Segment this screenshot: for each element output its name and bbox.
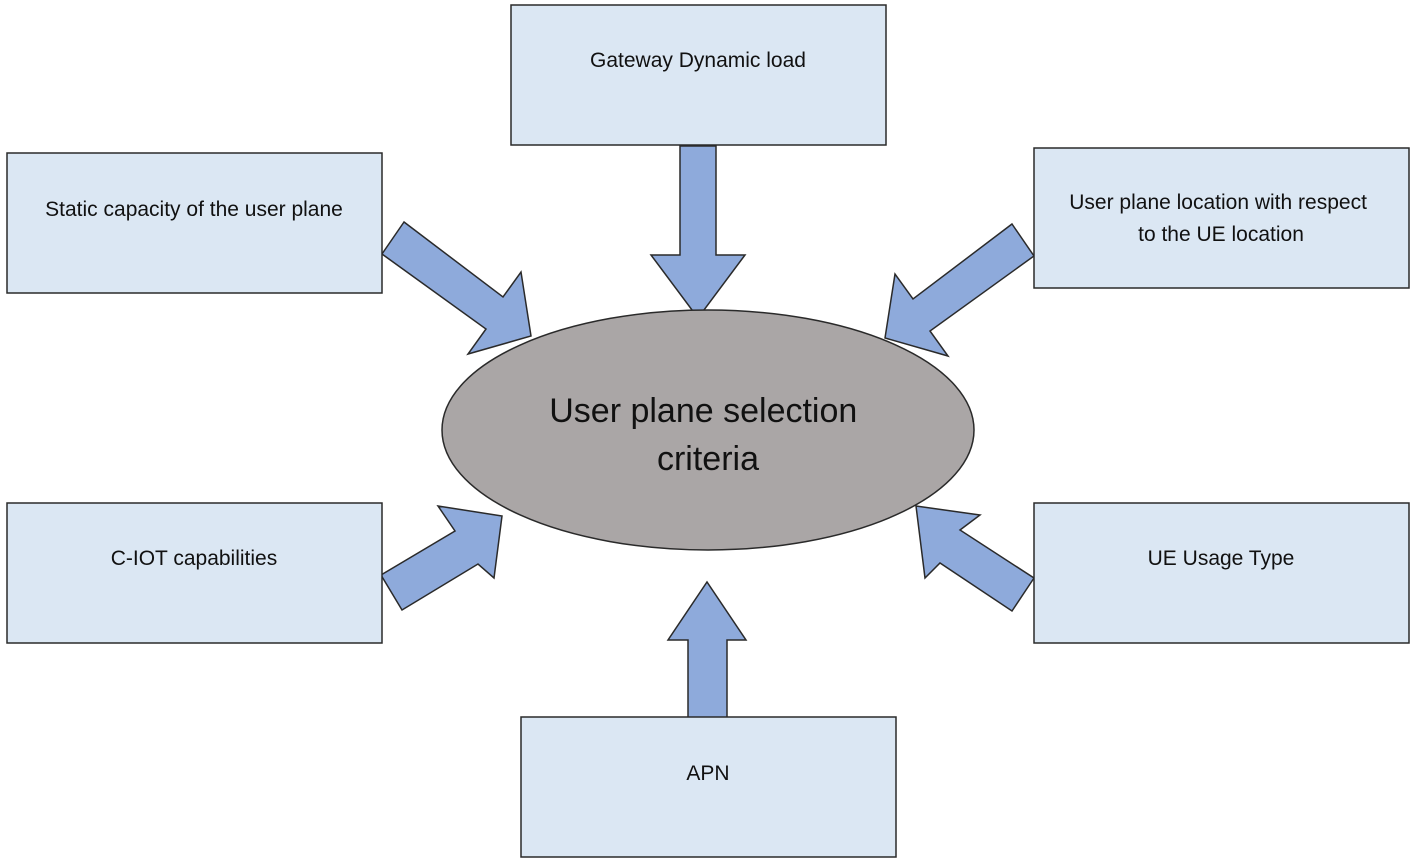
arrow-gateway-to-center bbox=[649, 145, 747, 320]
criterion-label-line: C-IOT capabilities bbox=[111, 547, 278, 570]
criterion-label-line: to the UE location bbox=[1138, 223, 1304, 246]
criterion-label: User plane location with respect to the … bbox=[1069, 191, 1373, 246]
criterion-label-line: User plane location with respect bbox=[1069, 191, 1367, 214]
arrows bbox=[379, 145, 1036, 719]
criterion-static-capacity: Static capacity of the user plane bbox=[6, 152, 383, 294]
criterion-box bbox=[510, 4, 887, 146]
center-label-line-1: User plane selection bbox=[549, 392, 857, 430]
arrow-static-capacity-to-center bbox=[380, 220, 532, 356]
criterion-ue-usage-type: UE Usage Type bbox=[1033, 502, 1410, 644]
criterion-user-plane-location: User plane location with respect to the … bbox=[1033, 147, 1410, 289]
center-label: User plane selection criteria bbox=[549, 392, 867, 478]
criterion-ciot-capabilities: C-IOT capabilities bbox=[6, 502, 383, 644]
criterion-label: C-IOT capabilities bbox=[111, 547, 278, 570]
criterion-box bbox=[1033, 147, 1410, 289]
arrow-apn-to-center bbox=[666, 580, 748, 719]
center-node: User plane selection criteria bbox=[441, 309, 975, 551]
center-label-line-2: criteria bbox=[657, 440, 759, 478]
criterion-label-line: Static capacity of the user plane bbox=[45, 198, 343, 221]
arrow-user-plane-location-to-center bbox=[884, 222, 1036, 358]
criterion-box bbox=[6, 502, 383, 644]
arrow-ue-usage-to-center bbox=[915, 505, 1036, 613]
criterion-label: Static capacity of the user plane bbox=[45, 198, 343, 221]
criterion-label: UE Usage Type bbox=[1148, 547, 1295, 570]
criterion-box bbox=[6, 152, 383, 294]
criterion-label-line: Gateway Dynamic load bbox=[590, 49, 806, 72]
criterion-box bbox=[520, 716, 897, 858]
criterion-box bbox=[1033, 502, 1410, 644]
center-ellipse bbox=[441, 309, 975, 551]
criterion-label: APN bbox=[686, 762, 729, 785]
criterion-label-line: UE Usage Type bbox=[1148, 547, 1295, 570]
criterion-label: Gateway Dynamic load bbox=[590, 49, 806, 72]
criterion-gateway-dynamic-load: Gateway Dynamic load bbox=[510, 4, 887, 146]
criterion-label-line: APN bbox=[686, 762, 729, 785]
criterion-apn: APN bbox=[520, 716, 897, 858]
arrow-ciot-to-center bbox=[379, 504, 503, 612]
